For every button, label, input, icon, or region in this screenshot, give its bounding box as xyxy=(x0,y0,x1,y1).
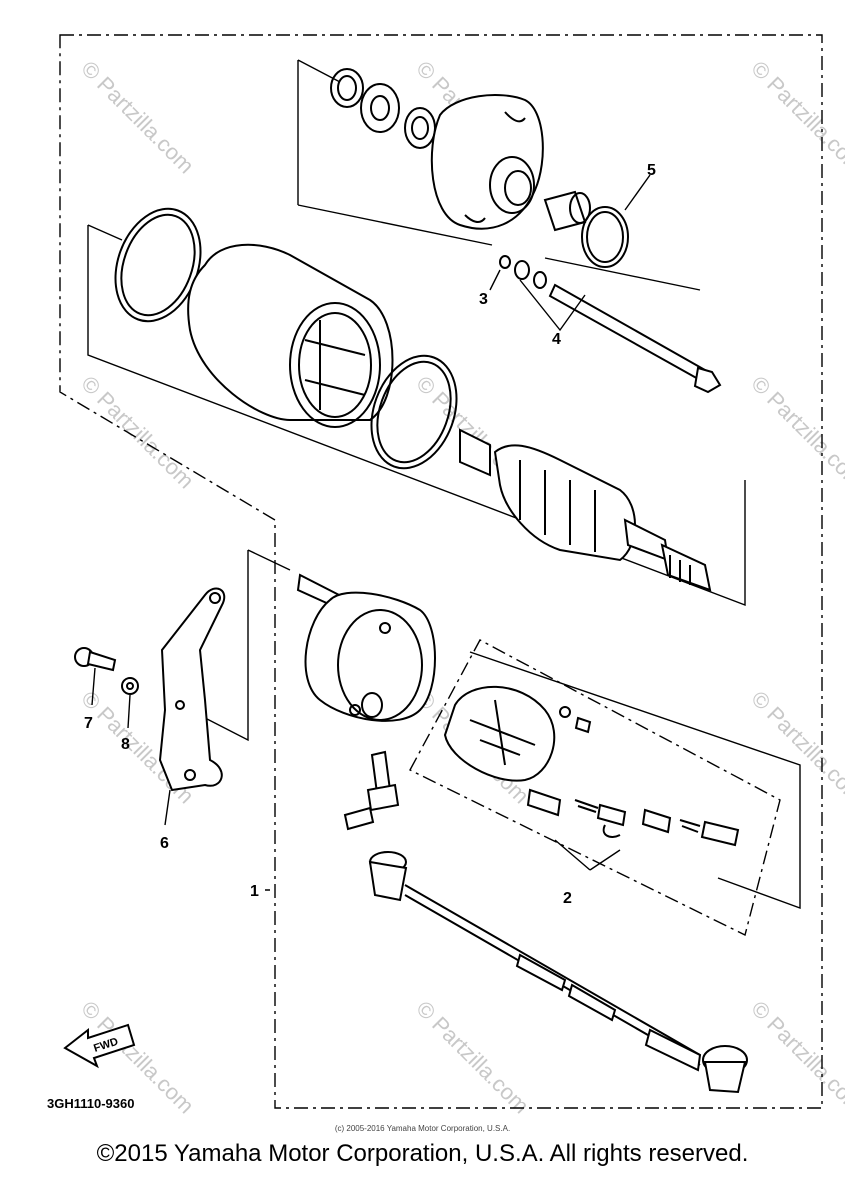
front-cover-panel xyxy=(297,59,701,291)
leader-lines xyxy=(91,667,621,891)
o-ring-inner xyxy=(376,360,452,464)
callout-5[interactable]: 5 xyxy=(647,162,656,179)
callout-2[interactable]: 2 xyxy=(563,890,572,907)
watermark: © Partzilla.com xyxy=(76,371,199,494)
fine-print: (c) 2005-2016 Yamaha Motor Corporation, … xyxy=(334,1124,511,1133)
brush-set xyxy=(526,788,740,847)
bolt-icon xyxy=(74,647,117,672)
watermark: © Partzilla.com xyxy=(76,56,199,179)
assembly-boundary xyxy=(59,34,823,1109)
bracket-icon xyxy=(158,587,226,792)
watermark: © Partzilla.com xyxy=(411,996,534,1119)
watermark: © Partzilla.com xyxy=(746,371,845,494)
rear-cover-icon xyxy=(296,573,436,722)
yoke-icon xyxy=(187,243,394,428)
callout-4[interactable]: 4 xyxy=(552,331,561,348)
terminal-icon xyxy=(343,750,400,831)
front-cover-group xyxy=(330,68,544,230)
callout-8[interactable]: 8 xyxy=(121,736,130,753)
callout-3[interactable]: 3 xyxy=(479,291,488,308)
washer-icon xyxy=(121,677,139,695)
yoke-panel xyxy=(87,224,746,607)
armature-icon xyxy=(459,428,712,592)
callout-1[interactable]: 1 xyxy=(250,883,259,900)
lead-wire-icon xyxy=(368,851,748,1094)
copyright-notice: ©2015 Yamaha Motor Corporation, U.S.A. A… xyxy=(96,1140,749,1167)
brush-plate-frame xyxy=(409,639,781,937)
watermark: © Partzilla.com xyxy=(746,56,845,179)
o-ring-inner xyxy=(120,213,196,317)
fwd-arrow-icon: FWD xyxy=(63,1023,136,1069)
callout-6[interactable]: 6 xyxy=(160,835,169,852)
callout-7[interactable]: 7 xyxy=(84,715,93,732)
watermark: © Partzilla.com xyxy=(746,996,845,1119)
brush-holder-icon xyxy=(443,685,592,782)
washer-bolt-group xyxy=(489,255,722,394)
o-ring-icon xyxy=(370,354,458,470)
sleeve-oring-group xyxy=(543,174,651,268)
diagram-code: 3GH1110-9360 xyxy=(47,1096,134,1111)
